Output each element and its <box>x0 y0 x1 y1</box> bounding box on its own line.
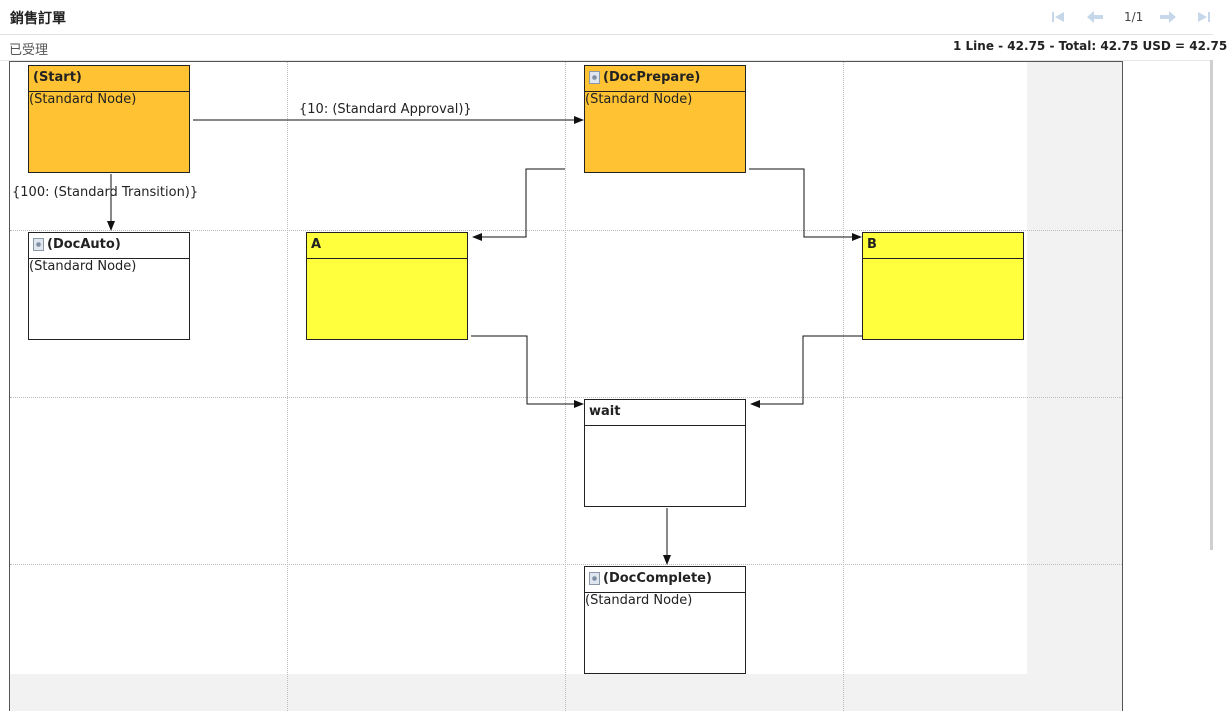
edge-b-to-wait <box>750 335 863 408</box>
edge-prepare-to-b <box>749 168 862 241</box>
vertical-scrollbar[interactable] <box>1210 60 1213 550</box>
grid-line <box>10 397 1122 398</box>
document-icon <box>33 238 44 251</box>
node-b-title: B <box>863 233 1023 259</box>
node-start[interactable]: (Start) (Standard Node) <box>28 65 190 173</box>
grid-line <box>565 62 566 711</box>
node-doc-auto-header: (DocAuto) <box>29 233 189 259</box>
document-icon <box>589 572 600 585</box>
grid-line <box>843 62 844 711</box>
edge-label-standard-transition: {100: (Standard Transition)} <box>12 185 199 200</box>
node-wait-title: wait <box>585 400 745 426</box>
node-doc-prepare-type: (Standard Node) <box>585 92 693 107</box>
node-doc-prepare-header: (DocPrepare) <box>585 66 745 92</box>
node-doc-complete[interactable]: (DocComplete) (Standard Node) <box>584 566 746 674</box>
node-doc-auto-title: (DocAuto) <box>47 237 121 252</box>
previous-record-button[interactable] <box>1086 8 1104 26</box>
node-doc-complete-title: (DocComplete) <box>603 571 712 586</box>
edge-label-standard-approval: {10: (Standard Approval)} <box>299 102 472 117</box>
node-start-type: (Standard Node) <box>29 92 137 107</box>
last-record-button[interactable] <box>1196 8 1212 26</box>
workflow-edges <box>107 116 863 565</box>
arrow-right-icon <box>1160 11 1176 23</box>
node-b[interactable]: B <box>862 232 1024 340</box>
node-a-title: A <box>307 233 467 259</box>
grid-line <box>10 564 1122 565</box>
grid-line <box>10 230 1122 231</box>
node-doc-auto-type: (Standard Node) <box>29 259 137 274</box>
status-bar: 已受理 1 Line - 42.75 - Total: 42.75 USD = … <box>0 35 1227 61</box>
node-doc-prepare-title: (DocPrepare) <box>603 70 701 85</box>
arrow-left-icon <box>1087 11 1103 23</box>
node-wait[interactable]: wait <box>584 399 746 507</box>
skip-last-icon <box>1197 11 1211 23</box>
node-start-title: (Start) <box>29 66 189 92</box>
page-indicator: 1/1 <box>1124 10 1144 24</box>
node-a[interactable]: A <box>306 232 468 340</box>
node-doc-prepare[interactable]: (DocPrepare) (Standard Node) <box>584 65 746 173</box>
edge-a-to-wait <box>471 335 584 408</box>
first-record-button[interactable] <box>1050 8 1066 26</box>
skip-first-icon <box>1051 11 1065 23</box>
window-title: 銷售訂單 <box>10 11 66 27</box>
window-header: 銷售訂單 1/1 <box>0 0 1213 35</box>
node-doc-complete-header: (DocComplete) <box>585 567 745 593</box>
workflow-diagram-panel[interactable]: {10: (Standard Approval)} {100: (Standar… <box>9 61 1123 711</box>
order-summary: 1 Line - 42.75 - Total: 42.75 USD = 42.7… <box>953 39 1227 53</box>
node-doc-auto[interactable]: (DocAuto) (Standard Node) <box>28 232 190 340</box>
next-record-button[interactable] <box>1159 8 1177 26</box>
edge-prepare-to-a <box>472 168 565 241</box>
grid-line <box>287 62 288 711</box>
document-icon <box>589 71 600 84</box>
node-doc-complete-type: (Standard Node) <box>585 593 693 608</box>
document-status: 已受理 <box>9 43 49 58</box>
